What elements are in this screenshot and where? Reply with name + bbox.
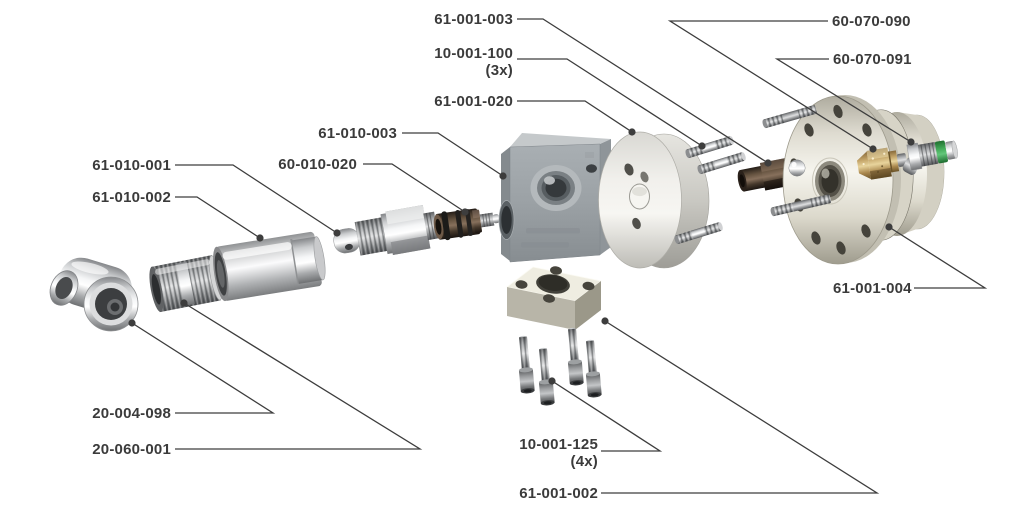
part-brass-fitting [856,147,908,180]
ball [788,159,806,177]
quantity: (3x) [485,62,513,79]
part-hex-valve [333,205,446,256]
part-pump-body [762,95,945,265]
part-number: 20-004-098 [92,405,171,422]
leader-61-001-004 [885,223,988,289]
part-number: 60-070-091 [833,51,912,68]
part-number: 61-001-004 [833,280,912,297]
leader-20-004-098 [128,319,276,414]
callout-60-070-091: 60-070-091 [833,51,912,68]
part-green-elbow-fitting [902,140,958,175]
stud [697,151,746,175]
part-number: 61-001-003 [434,11,513,28]
leader-lines [128,18,988,494]
leader-20-060-001 [175,299,423,450]
part-number: 61-010-001 [92,157,171,174]
leader-61-010-003 [402,132,507,180]
green-collet-ring [934,140,948,164]
part-number: 10-001-100 [434,45,513,62]
callout-60-010-020: 60-010-020 [278,156,357,173]
leader-10-001-100 [517,58,706,150]
part-studs [674,135,746,245]
cap-screw [567,327,584,386]
part-number: 61-010-002 [92,189,171,206]
leader-61-010-002 [175,196,264,242]
flange-stud [762,104,818,129]
part-subplate [506,266,602,330]
part-number: 61-010-003 [318,125,397,142]
callout-61-001-003: 61-001-003 [434,11,513,28]
part-number: 10-001-125 [519,436,598,453]
part-manifold-block [498,133,611,263]
flange-stud [770,194,832,217]
callout-61-010-001: 61-010-001 [92,157,171,174]
callout-61-010-002: 61-010-002 [92,189,171,206]
part-number: 61-001-002 [519,485,598,502]
callout-10-001-100: 10-001-100(3x) [434,45,513,79]
callout-10-001-125: 10-001-125(4x) [519,436,598,470]
cap-screw [518,335,535,394]
part-number: 20-060-001 [92,441,171,458]
leader-60-070-091 [774,58,915,146]
leader-10-001-125 [548,377,663,452]
callout-61-001-020: 61-001-020 [434,93,513,110]
part-number: 61-001-020 [434,93,513,110]
leader-61-010-001 [175,164,341,237]
part-cartridge-valve [433,208,500,241]
stud [674,221,723,245]
cap-screw [585,339,602,398]
callout-61-001-002: 61-001-002 [519,485,598,502]
callout-61-001-004: 61-001-004 [833,280,912,297]
o-ring [455,209,464,238]
callout-20-060-001: 20-060-001 [92,441,171,458]
cap-screw [538,347,555,406]
leader-61-001-020 [517,100,636,136]
part-cap-screws [518,327,602,406]
quantity: (4x) [570,453,598,470]
leader-61-001-003 [517,18,772,167]
leader-60-070-090 [667,20,877,153]
leader-60-010-020 [363,163,469,216]
part-number: 60-010-020 [278,156,357,173]
part-number: 60-070-090 [832,13,911,30]
pilot-hole [586,164,597,173]
callout-20-004-098: 20-004-098 [92,405,171,422]
callout-61-010-003: 61-010-003 [318,125,397,142]
part-sleeve-cylinder [213,231,326,302]
o-ring [465,209,473,236]
callout-60-070-090: 60-070-090 [832,13,911,30]
o-ring [441,211,451,241]
part-elbow-fitting [49,257,139,332]
leader-61-001-002 [601,317,880,494]
